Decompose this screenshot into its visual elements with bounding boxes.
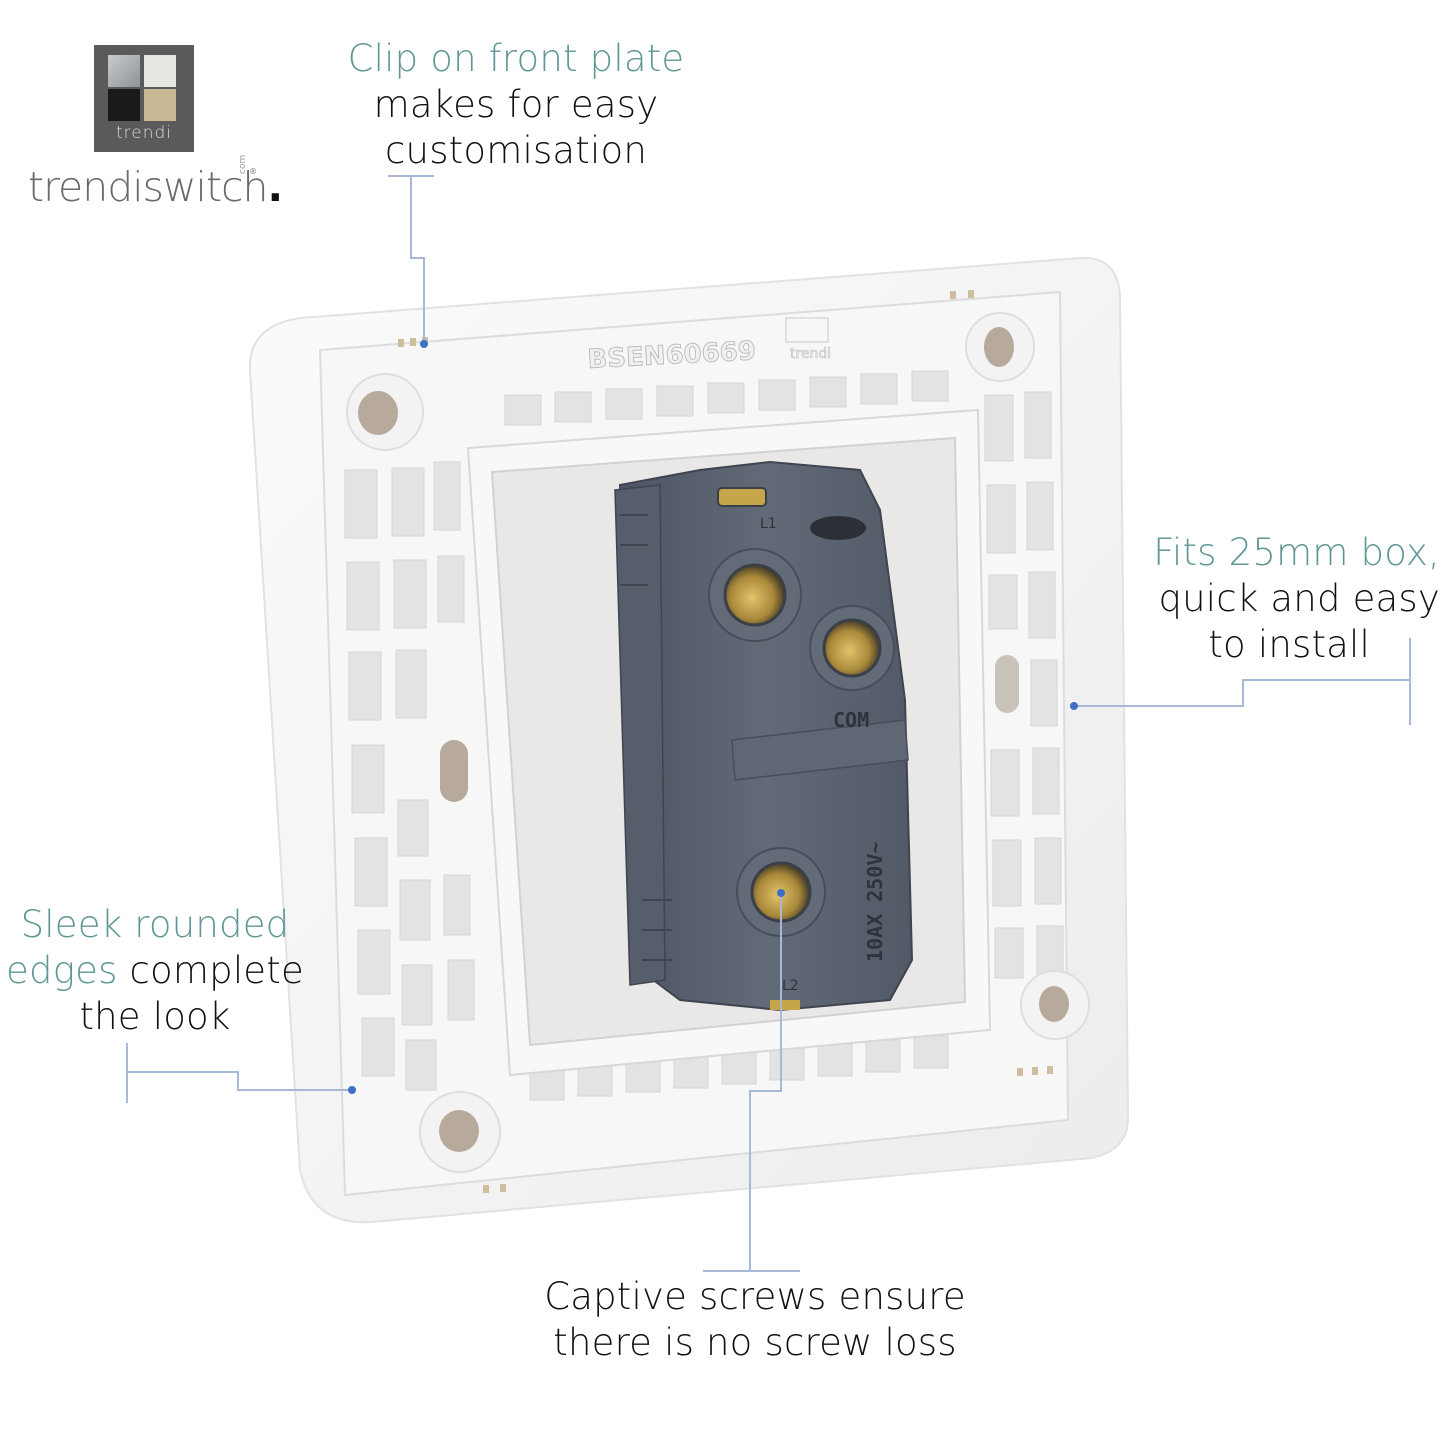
brand-wordmark-text: trendiswitch [28,163,269,211]
terminal-l1-label: L1 [760,516,777,532]
registered-mark: ® [249,167,257,176]
leader-bottom [749,892,782,1271]
callout-left-heading: Sleek rounded [20,903,290,946]
leader-dot-left [348,1086,356,1094]
logo-tile-white [144,55,176,87]
callout-top-line1: makes for easy [373,83,659,126]
callout-left-accent-word: edges [6,949,118,992]
screw-holes [346,312,1090,1173]
callout-captive-screws: Captive screws ensure there is no screw … [520,1274,990,1366]
callout-sleek-rounded-edges: Sleek rounded edges complete the look [0,902,310,1040]
leader-top [410,176,425,343]
logo-tile-black [108,89,140,121]
callout-top-heading: Clip on front plate [347,37,685,80]
plate-logo-text: trendi [790,346,831,362]
leader-dot-right [1070,702,1078,710]
logo-tile-chrome [108,55,140,87]
rating-label: 10AX 250V~ [863,842,887,962]
switch-module: L1 COM L2 10AX 250V~ [614,460,914,1012]
callout-right-line1: quick and easy [1158,577,1440,620]
callout-clip-on-front-plate: Clip on front plate makes for easy custo… [330,36,702,174]
callout-left-rest: complete [117,949,304,992]
leader-right [1075,679,1410,707]
leader-lines [126,175,1411,1272]
brand-wordmark-dot: . [267,163,284,211]
callout-left-line2: edges complete [0,948,310,994]
leader-dots [348,340,1078,1094]
callout-right-line2: to install [1208,623,1370,666]
callout-top-line2: customisation [385,129,647,172]
trendi-logo-mark: trendi [94,45,194,152]
plate-logo-icon [785,317,829,343]
callout-bottom-line2: there is no screw loss [553,1321,957,1364]
callout-left-line3: the look [79,995,231,1038]
terminal-l2-label: L2 [782,978,799,994]
terminal-com-label: COM [833,708,869,732]
logo-mark-text: trendi [115,123,173,143]
callout-bottom-line1: Captive screws ensure [544,1275,966,1318]
brand-wordmark: trendiswitch. [28,163,284,211]
leader-dot-bottom [777,889,785,897]
callout-fits-25mm-box: Fits 25mm box, quick and easy to install [1140,530,1440,668]
rib-grid [344,370,1064,1101]
leader-dot-top [420,340,428,348]
leader-left [127,1071,351,1091]
logo-tile-gold [144,89,176,121]
callout-right-heading: Fits 25mm box, [1153,531,1440,574]
